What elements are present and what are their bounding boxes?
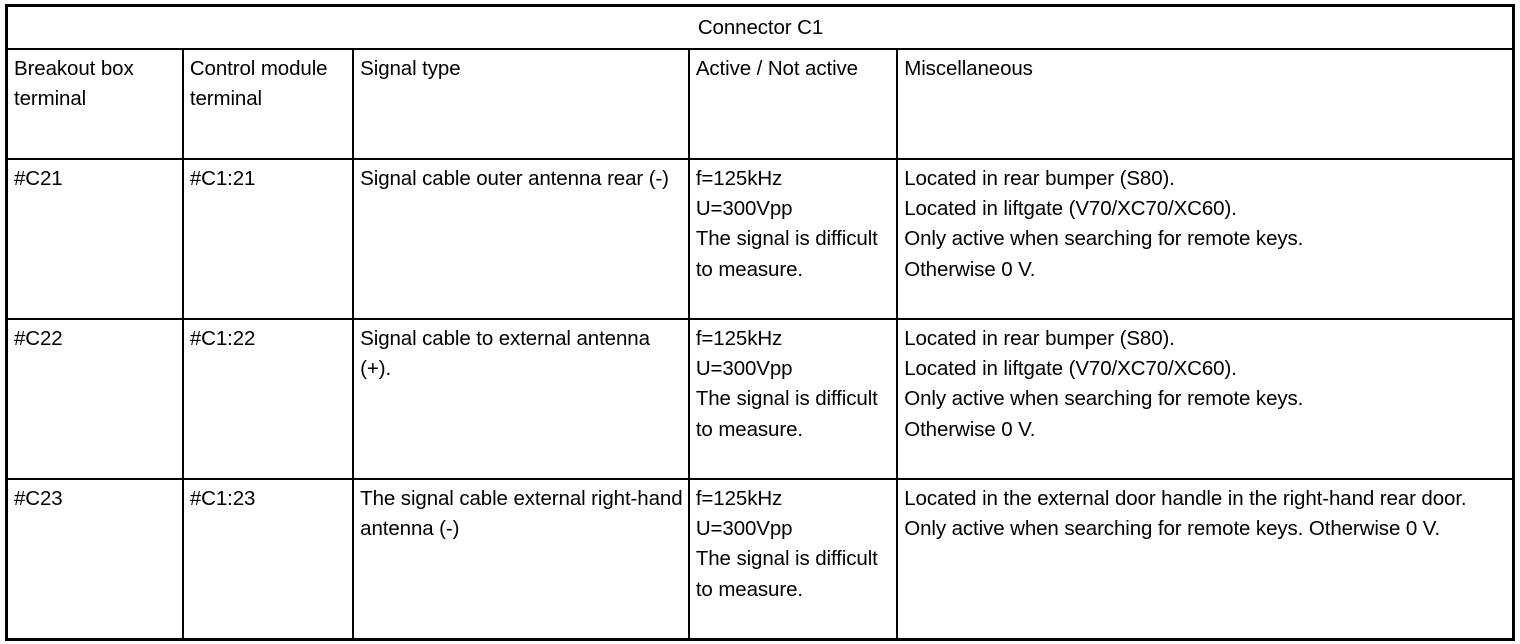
cell-control-module-terminal: #C1:22 bbox=[181, 318, 355, 481]
cell-control-module-terminal: #C1:21 bbox=[181, 158, 355, 321]
table-body: #C21 #C1:21 Signal cable outer antenna r… bbox=[5, 158, 1515, 641]
cell-control-module-terminal: #C1:23 bbox=[181, 478, 355, 641]
cell-active-not-active: f=125kHz U=300Vpp The signal is difficul… bbox=[687, 318, 899, 481]
cell-breakout-box-terminal: #C21 bbox=[5, 158, 184, 321]
cell-miscellaneous: Located in the external door handle in t… bbox=[896, 478, 1515, 641]
cell-miscellaneous: Located in rear bumper (S80). Located in… bbox=[896, 158, 1515, 321]
column-header-signal-type: Signal type bbox=[352, 48, 690, 161]
table-header-row: Breakout box terminal Control module ter… bbox=[5, 48, 1515, 161]
table-title-row: Connector C1 bbox=[6, 5, 1514, 51]
cell-active-not-active: f=125kHz U=300Vpp The signal is difficul… bbox=[687, 478, 899, 641]
cell-signal-type: Signal cable to external antenna (+). bbox=[352, 318, 690, 481]
cell-miscellaneous: Located in rear bumper (S80). Located in… bbox=[896, 318, 1515, 481]
column-header-control-module-terminal: Control module terminal bbox=[181, 48, 355, 161]
table-row: #C23 #C1:23 The signal cable external ri… bbox=[5, 478, 1515, 641]
cell-signal-type: The signal cable external right-hand ant… bbox=[352, 478, 690, 641]
table-title: Connector C1 bbox=[6, 5, 1514, 51]
table-row: #C22 #C1:22 Signal cable to external ant… bbox=[5, 318, 1515, 481]
cell-breakout-box-terminal: #C23 bbox=[5, 478, 184, 641]
column-header-active-not-active: Active / Not active bbox=[687, 48, 899, 161]
cell-breakout-box-terminal: #C22 bbox=[5, 318, 184, 481]
column-header-breakout-box-terminal: Breakout box terminal bbox=[5, 48, 184, 161]
connector-c1-table: Connector C1 Breakout box terminal Contr… bbox=[5, 4, 1515, 641]
table-row: #C21 #C1:21 Signal cable outer antenna r… bbox=[5, 158, 1515, 321]
cell-active-not-active: f=125kHz U=300Vpp The signal is difficul… bbox=[687, 158, 899, 321]
cell-signal-type: Signal cable outer antenna rear (-) bbox=[352, 158, 690, 321]
column-header-miscellaneous: Miscellaneous bbox=[896, 48, 1515, 161]
